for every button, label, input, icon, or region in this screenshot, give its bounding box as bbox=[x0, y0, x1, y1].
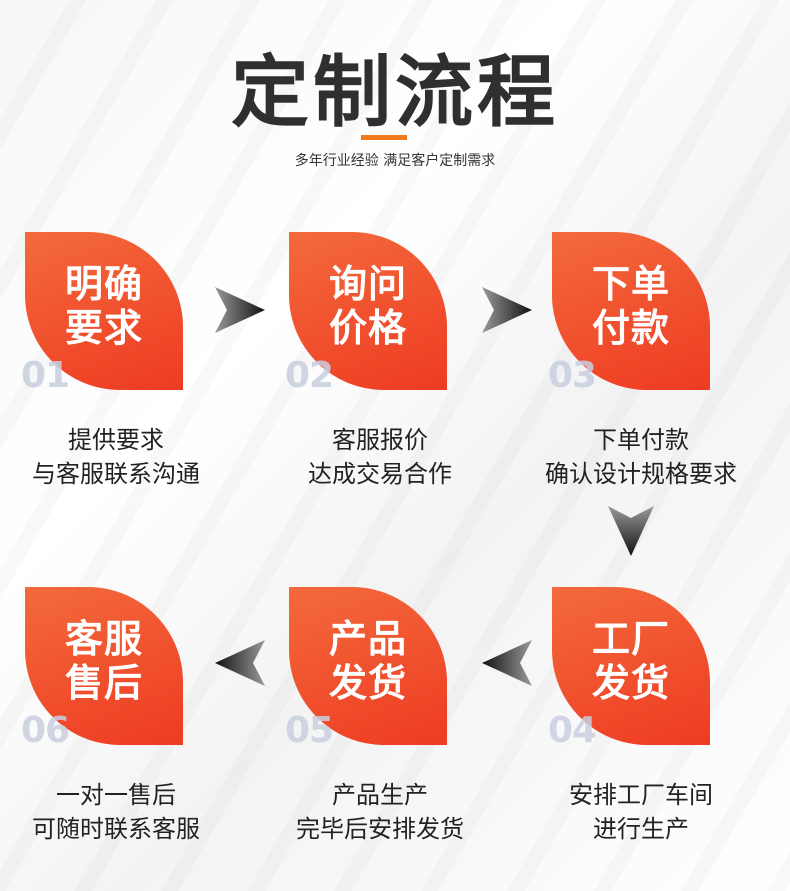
step-desc-1: 提供要求 与客服联系沟通 bbox=[32, 426, 200, 488]
arrow-right-icon bbox=[482, 287, 532, 333]
step-title-6: 客服 售后 bbox=[64, 617, 143, 705]
step-card-2: 询问 价格 02 bbox=[285, 232, 447, 396]
step-number-2: 02 bbox=[285, 355, 334, 396]
arrow-left-icon bbox=[215, 640, 265, 686]
step-desc-5: 产品生产 完毕后安排发货 bbox=[296, 781, 464, 843]
step-card-6: 客服 售后 06 bbox=[21, 587, 183, 751]
step-desc-3: 下单付款 确认设计规格要求 bbox=[545, 426, 737, 488]
step-card-3: 下单 付款 03 bbox=[548, 232, 710, 396]
step-desc-6: 一对一售后 可随时联系客服 bbox=[32, 781, 200, 843]
arrow-right-icon bbox=[215, 287, 265, 333]
step-card-4: 工厂 发货 04 bbox=[548, 587, 710, 751]
step-title-1: 明确 要求 bbox=[64, 262, 143, 350]
step-number-1: 01 bbox=[21, 355, 70, 396]
arrow-down-icon bbox=[608, 506, 654, 556]
step-desc-4: 安排工厂车间 进行生产 bbox=[569, 781, 713, 843]
step-card-5: 产品 发货 05 bbox=[285, 587, 447, 751]
step-title-3: 下单 付款 bbox=[591, 262, 670, 350]
step-desc-2: 客服报价 达成交易合作 bbox=[308, 426, 452, 488]
page-subtitle: 多年行业经验 满足客户定制需求 bbox=[294, 153, 496, 169]
step-number-4: 04 bbox=[548, 710, 597, 751]
step-number-5: 05 bbox=[285, 710, 334, 751]
step-title-5: 产品 发货 bbox=[328, 617, 407, 705]
step-number-3: 03 bbox=[548, 355, 597, 396]
step-title-2: 询问 价格 bbox=[328, 262, 407, 350]
step-number-6: 06 bbox=[21, 710, 70, 751]
step-title-4: 工厂 发货 bbox=[591, 617, 670, 705]
title-underline bbox=[361, 135, 407, 140]
page-title: 定制流程 bbox=[230, 48, 559, 138]
step-card-1: 明确 要求 01 bbox=[21, 232, 183, 396]
arrow-left-icon bbox=[482, 640, 532, 686]
